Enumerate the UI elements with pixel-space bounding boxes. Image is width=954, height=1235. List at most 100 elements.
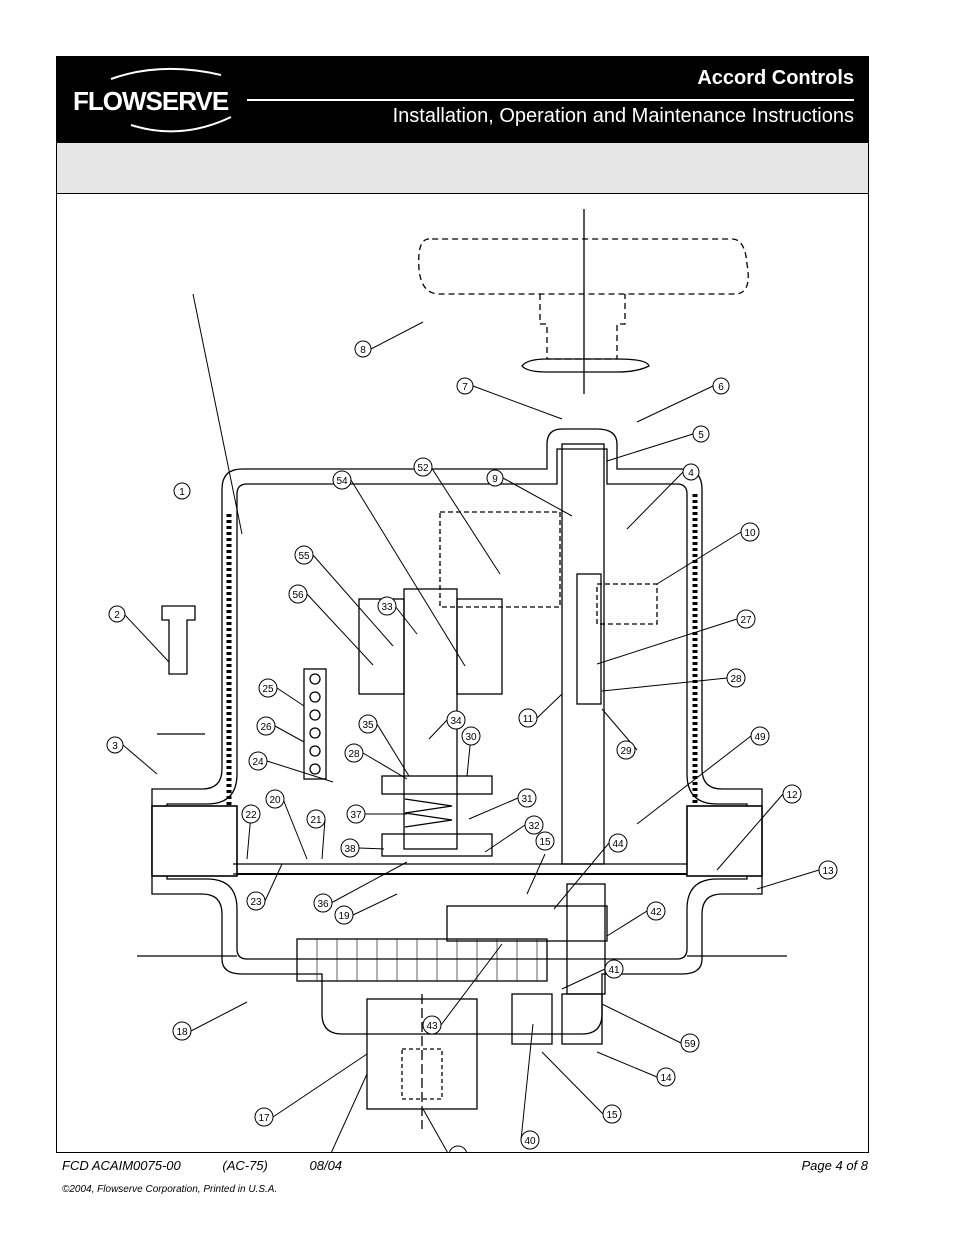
section-band [57, 143, 868, 194]
svg-text:20: 20 [269, 795, 281, 806]
housing-inner [166, 448, 748, 960]
svg-text:24: 24 [252, 757, 264, 768]
svg-text:7: 7 [462, 382, 468, 393]
callout-11: 11 [518, 693, 563, 728]
callout-1: 1 [173, 293, 243, 535]
flowserve-logo: FLOWSERVE [73, 67, 232, 133]
callout-42: 42 [606, 901, 666, 937]
callout-41: 41 [561, 959, 624, 990]
bolt [161, 605, 196, 675]
svg-text:59: 59 [684, 1039, 696, 1050]
callout-30: 30 [461, 726, 481, 777]
copyright-notice: ©2004, Flowserve Corporation, Printed in… [62, 1184, 278, 1195]
svg-text:11: 11 [523, 714, 534, 725]
callout-28-left: 28 [344, 743, 408, 780]
svg-text:1: 1 [179, 487, 185, 498]
svg-text:15: 15 [606, 1110, 618, 1121]
callout-20: 20 [265, 789, 308, 860]
main-shaft [561, 443, 605, 865]
callout-56: 56 [288, 584, 374, 666]
svg-text:4: 4 [688, 468, 694, 479]
model-code: (AC-75) [222, 1158, 268, 1173]
doc-number: FCD ACAIM0075-00 [62, 1158, 181, 1173]
callout-25: 25 [258, 678, 305, 707]
svg-text:34: 34 [450, 716, 462, 727]
svg-text:43: 43 [426, 1021, 438, 1032]
footer-document-info: FCD ACAIM0075-00 (AC-75) 08/04 [62, 1158, 380, 1173]
terminal-strip [303, 668, 327, 780]
callout-59: 59 [601, 1003, 700, 1053]
callout-labels: 1 2 3 4 5 6 7 8 9 10 11 12 13 14 15 15 1… [106, 293, 838, 1152]
svg-text:49: 49 [754, 732, 766, 743]
callout-9: 9 [486, 469, 573, 517]
handwheel-hub [539, 294, 626, 360]
svg-text:13: 13 [822, 866, 834, 877]
callout-17: 17 [254, 1053, 368, 1127]
svg-text:28: 28 [730, 674, 742, 685]
callout-54: 54 [332, 470, 466, 667]
callout-34: 34 [428, 710, 466, 740]
svg-text:2: 2 [114, 610, 120, 621]
svg-text:37: 37 [350, 810, 362, 821]
svg-text:17: 17 [258, 1113, 270, 1124]
svg-text:12: 12 [786, 790, 798, 801]
callout-23: 23 [246, 863, 283, 911]
svg-text:32: 32 [528, 821, 540, 832]
svg-text:8: 8 [360, 345, 366, 356]
actuator-cross-section-diagram: 1 2 3 4 5 6 7 8 9 10 11 12 13 14 15 15 1… [106, 209, 838, 1152]
callout-38: 38 [340, 838, 385, 858]
svg-text:23: 23 [250, 897, 262, 908]
svg-text:14: 14 [660, 1073, 672, 1084]
svg-text:25: 25 [262, 684, 274, 695]
callout-24: 24 [248, 751, 334, 783]
svg-text:27: 27 [740, 615, 752, 626]
callout-40: 40 [520, 1023, 540, 1150]
callout-15-top: 15 [526, 831, 555, 895]
callout-2: 2 [108, 605, 170, 663]
callout-3: 3 [106, 736, 158, 775]
svg-text:26: 26 [260, 722, 272, 733]
large-gear [296, 938, 548, 982]
svg-text:35: 35 [362, 720, 374, 731]
svg-text:31: 31 [521, 794, 533, 805]
handwheel-outline [418, 238, 749, 295]
callout-37: 37 [346, 804, 407, 824]
svg-text:40: 40 [524, 1136, 536, 1147]
logo-text: FLOWSERVE [73, 86, 229, 116]
callout-36: 36 [313, 861, 408, 913]
callout-19: 19 [334, 893, 398, 925]
svg-text:55: 55 [298, 551, 310, 562]
callout-21: 21 [306, 809, 326, 860]
callout-7: 7 [456, 377, 563, 420]
brand-name: Accord Controls [697, 67, 854, 89]
callout-22: 22 [241, 804, 261, 860]
callout-12: 12 [716, 784, 802, 871]
svg-text:33: 33 [381, 602, 393, 613]
svg-text:44: 44 [612, 839, 624, 850]
svg-text:30: 30 [465, 732, 477, 743]
header-bar: FLOWSERVE Accord Controls Installation, … [57, 57, 868, 143]
svg-text:28: 28 [348, 749, 360, 760]
callout-35: 35 [358, 714, 410, 777]
svg-text:10: 10 [744, 528, 756, 539]
callout-32: 32 [484, 815, 544, 853]
header-rule [247, 99, 854, 101]
doc-date: 08/04 [309, 1158, 343, 1173]
svg-text:42: 42 [650, 907, 662, 918]
callout-6: 6 [636, 377, 730, 423]
callout-31: 31 [468, 788, 537, 820]
callout-33: 33 [377, 596, 418, 635]
callout-15-bottom: 15 [541, 1051, 622, 1124]
svg-text:52: 52 [417, 463, 429, 474]
svg-text:19: 19 [338, 911, 350, 922]
housing-outer [151, 428, 763, 1035]
svg-text:21: 21 [310, 815, 322, 826]
callout-43: 43 [422, 943, 503, 1035]
page-frame: FLOWSERVE Accord Controls Installation, … [56, 56, 869, 1153]
svg-text:3: 3 [112, 741, 118, 752]
callout-18: 18 [172, 1001, 248, 1041]
callout-4: 4 [626, 463, 700, 530]
svg-text:39: 39 [452, 1151, 464, 1152]
svg-text:36: 36 [317, 899, 329, 910]
callout-28-right: 28 [601, 668, 746, 692]
